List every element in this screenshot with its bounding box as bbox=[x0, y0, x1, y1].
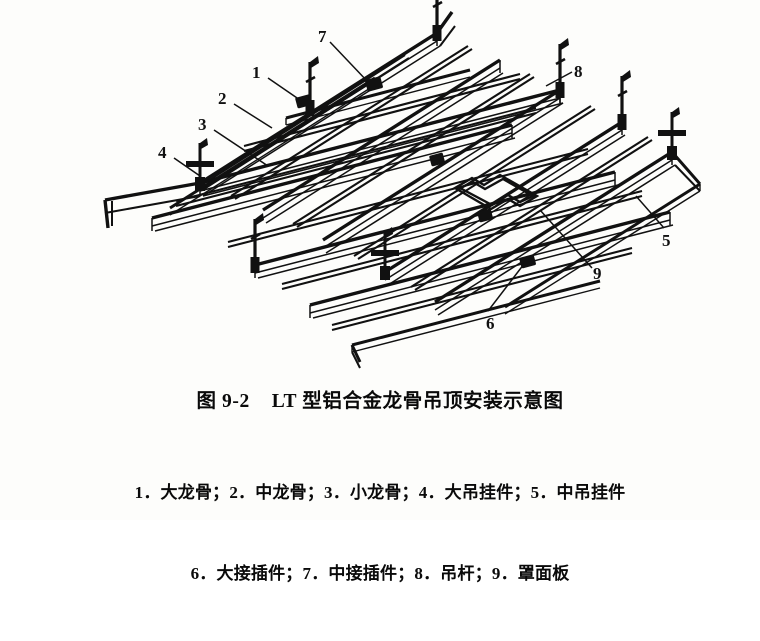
grid-structure bbox=[103, 0, 702, 369]
leader-7 bbox=[329, 41, 369, 83]
callout-leader-group bbox=[173, 41, 665, 312]
leader-9 bbox=[539, 209, 593, 269]
leader-5 bbox=[635, 195, 665, 229]
legend-line-2: 6．大接插件；7．中接插件；8．吊杆；9．罩面板 bbox=[190, 564, 570, 583]
isometric-drawing-svg bbox=[103, 0, 702, 369]
figure-caption-block: 图 9-2 LT 型铝合金龙骨吊顶安装示意图 1．大龙骨；2．中龙骨；3．小龙骨… bbox=[0, 388, 760, 641]
callout-label-8: 8 bbox=[574, 62, 583, 81]
callout-label-1: 1 bbox=[252, 63, 261, 82]
leader-3 bbox=[213, 129, 269, 167]
ceiling-grid-illustration: 1 2 3 4 5 6 7 8 9 bbox=[103, 0, 702, 369]
callout-label-2: 2 bbox=[218, 89, 227, 108]
leader-4 bbox=[173, 157, 201, 177]
leader-2 bbox=[233, 103, 273, 129]
splice-connector-group bbox=[295, 76, 536, 269]
figure-legend: 1．大龙骨；2．中龙骨；3．小龙骨；4．大吊挂件；5．中吊挂件 6．大接插件；7… bbox=[0, 425, 760, 641]
callout-label-5: 5 bbox=[662, 231, 671, 250]
callout-label-4: 4 bbox=[158, 143, 167, 162]
legend-line-1: 1．大龙骨；2．中龙骨；3．小龙骨；4．大吊挂件；5．中吊挂件 bbox=[134, 483, 626, 502]
callout-label-3: 3 bbox=[198, 115, 207, 134]
figure-title: 图 9-2 LT 型铝合金龙骨吊顶安装示意图 bbox=[196, 391, 564, 412]
callout-label-7: 7 bbox=[318, 27, 327, 46]
figure-page: 1 2 3 4 5 6 7 8 9 图 9-2 LT 型铝合金龙骨吊顶安装示意图… bbox=[103, 0, 702, 583]
callout-label-9: 9 bbox=[593, 264, 602, 283]
ceiling-panel-outline bbox=[452, 173, 540, 211]
leader-1 bbox=[267, 77, 301, 101]
hanger-rod-right bbox=[615, 68, 633, 132]
leader-8 bbox=[545, 71, 573, 87]
hanger-rod-right-upper bbox=[553, 36, 571, 100]
big-hanger-right bbox=[656, 105, 688, 162]
leader-6 bbox=[487, 263, 525, 312]
callout-label-6: 6 bbox=[486, 314, 495, 333]
